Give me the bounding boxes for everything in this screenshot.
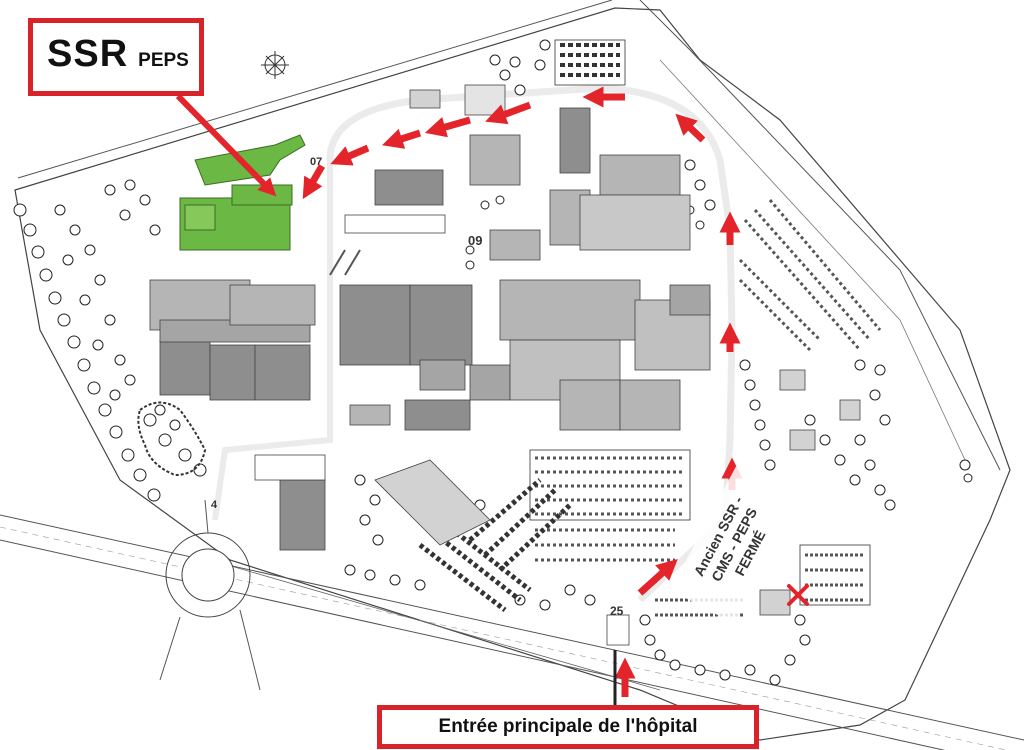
west-internal-road (212, 160, 333, 521)
ssr-callout-title: SSR (47, 33, 129, 75)
perimeter-road-east (639, 0, 1001, 471)
compass-rose-icon (261, 51, 289, 79)
roundabout (159, 499, 261, 691)
building-number-4: 4 (211, 499, 218, 511)
entrance-gate (606, 614, 630, 646)
planted-bed (137, 401, 207, 477)
main-entrance-callout: Entrée principale de l'hôpital (377, 705, 759, 749)
main-road (0, 514, 1024, 741)
main-road-edge (0, 539, 946, 750)
route-arrows (302, 86, 743, 697)
building-number-25: 25 (610, 604, 624, 618)
main-road-lane (0, 526, 1008, 750)
buildings (149, 84, 861, 616)
ssr-peps-callout: SSR PEPS (28, 18, 204, 96)
parking-areas (329, 39, 882, 617)
main-entrance-label: Entrée principale de l'hôpital (438, 716, 698, 737)
callout-pointer (175, 93, 277, 197)
building-number-09: 09 (468, 233, 482, 248)
ssr-callout-subtitle: PEPS (138, 50, 189, 71)
perimeter-road-east-inner (659, 59, 966, 461)
red-x-icon (787, 584, 809, 606)
internal-ring-road (326, 84, 736, 603)
service-road (209, 559, 661, 691)
perimeter-road-north (17, 0, 613, 179)
